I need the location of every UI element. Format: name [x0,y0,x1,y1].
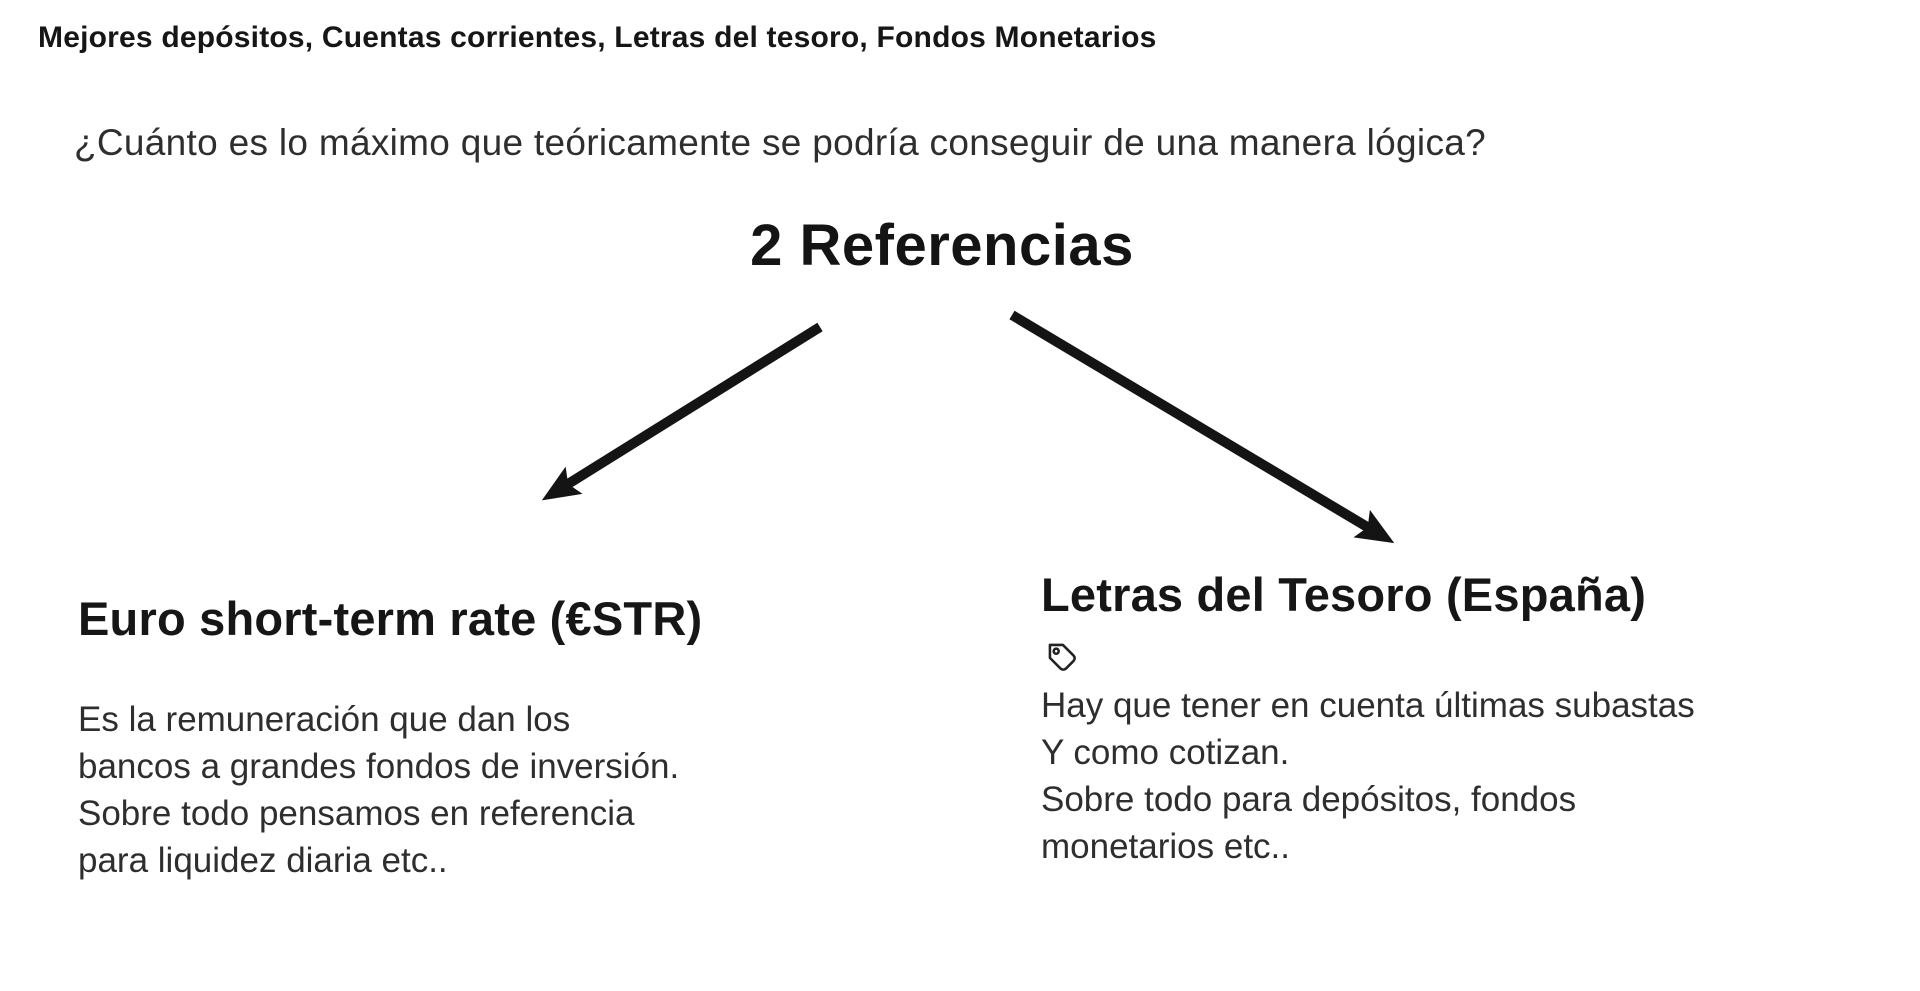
body-line: Hay que tener en cuenta últimas subastas [1041,686,1695,726]
body-line: monetarios etc.. [1041,827,1290,867]
body-line: Sobre todo para depósitos, fondos [1041,780,1577,820]
left-arrow-icon [541,322,823,501]
right-arrow-icon [1009,310,1395,544]
slide-title: Mejores depósitos, Cuentas corrientes, L… [38,21,1157,54]
branch-estr-body: Es la remuneración que dan los bancos a … [78,696,702,884]
slide-question: ¿Cuánto es lo máximo que teóricamente se… [74,122,1486,163]
body-line: Es la remuneración que dan los [78,700,571,740]
body-line: Y como cotizan. [1041,733,1290,773]
body-line: para liquidez diaria etc.. [78,841,448,881]
body-line: Sobre todo pensamos en referencia [78,794,635,834]
branch-letras: Letras del Tesoro (España) Hay que tener… [1041,568,1695,870]
branch-estr-heading: Euro short-term rate (€STR) [78,592,703,645]
branch-letras-heading: Letras del Tesoro (España) [1041,568,1647,621]
body-line: bancos a grandes fondos de inversión. [78,747,680,787]
diagram-root-label: 2 Referencias [750,213,1134,278]
branch-estr: Euro short-term rate (€STR) Es la remune… [78,592,702,884]
tag-icon [1041,636,1079,674]
branch-letras-body: Hay que tener en cuenta últimas subastas… [1041,682,1695,870]
